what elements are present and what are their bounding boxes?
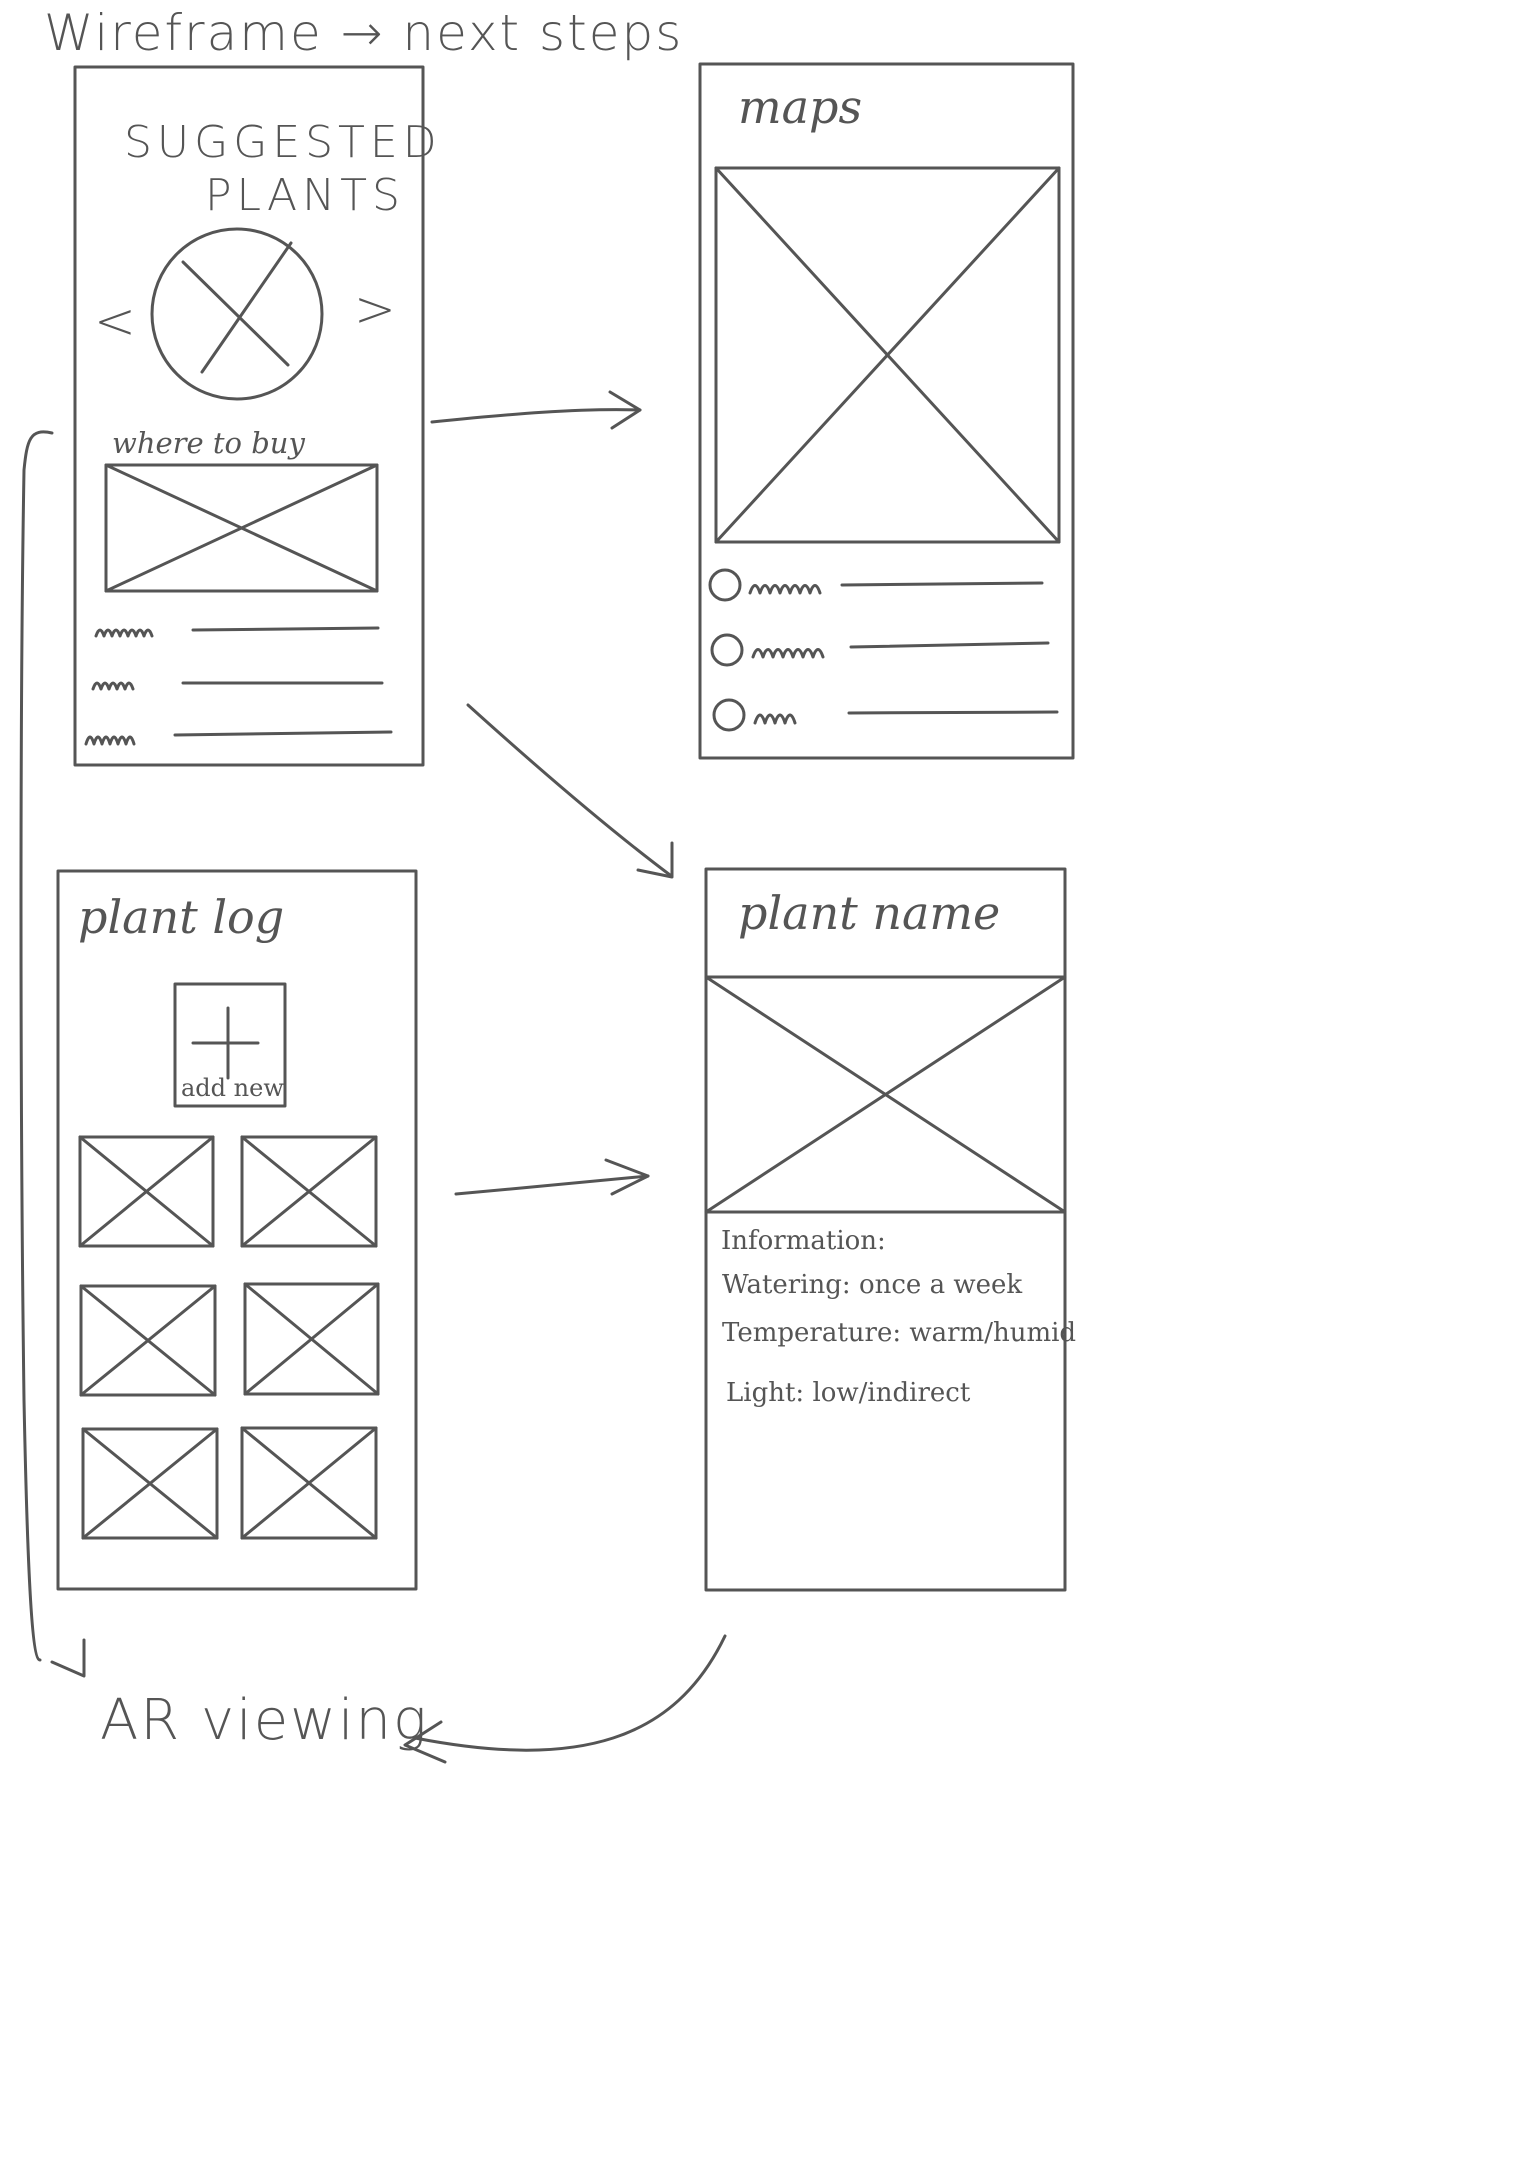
map-row-1-scribble [748, 584, 822, 595]
info-title: Information: [721, 1226, 886, 1256]
info-watering: Watering: once a week [722, 1270, 1023, 1300]
map-row-3-radio [712, 698, 746, 732]
arrow-suggested-to-ar-head [50, 1638, 86, 1678]
where-to-buy-cross-b [104, 463, 379, 593]
map-row-2-radio [710, 633, 744, 667]
plant-image-placeholder [150, 227, 324, 401]
suggested-plants-frame [73, 65, 425, 767]
map-row-2-line [849, 641, 1050, 649]
arrow-suggested-to-maps [430, 408, 642, 424]
store-row-3-line [173, 730, 393, 737]
maps-heading: maps [738, 80, 863, 134]
map-row-3-line [847, 710, 1059, 715]
maps-frame [698, 62, 1075, 760]
store-row-2-scribble [91, 681, 135, 691]
add-new-label[interactable]: add new [181, 1074, 284, 1102]
store-row-1-scribble [94, 628, 154, 638]
plant-detail-frame [704, 867, 1067, 1592]
plant-log-tile-3 [79, 1284, 217, 1397]
info-temperature: Temperature: warm/humid [722, 1318, 1077, 1348]
plant-log-heading: plant log [78, 890, 285, 944]
arrow-detail-to-ar-head [403, 1720, 447, 1764]
plant-image-cross-b [200, 241, 293, 374]
arrow-log-to-detail [454, 1174, 650, 1196]
map-image-placeholder [714, 166, 1061, 544]
arrow-suggested-to-maps-head [608, 390, 642, 430]
info-light: Light: low/indirect [726, 1378, 971, 1408]
plant-log-tile-6 [240, 1426, 378, 1540]
where-to-buy-image-placeholder [104, 463, 379, 593]
plant-image-cross-a [181, 260, 290, 367]
suggested-heading-line2: PLANTS [205, 170, 405, 221]
plant-log-tile-2 [240, 1135, 378, 1248]
plant-log-tile-4 [243, 1282, 380, 1396]
arrow-suggested-to-detail [466, 703, 672, 877]
arrow-log-to-detail-head [604, 1158, 650, 1196]
page-title: Wireframe → next steps [44, 4, 684, 62]
map-row-2-scribble [751, 648, 825, 659]
store-row-1-line [191, 626, 380, 632]
plant-log-tile-1 [78, 1135, 215, 1248]
map-row-1-line [840, 581, 1044, 587]
plant-detail-image-cross-b [704, 975, 1067, 1214]
where-to-buy-label: where to buy [112, 426, 305, 460]
map-row-1-radio [708, 568, 742, 602]
plant-log-frame [56, 869, 418, 1591]
arrow-detail-to-ar [413, 1634, 727, 1752]
carousel-prev-icon[interactable]: < [94, 292, 138, 350]
arrow-suggested-to-detail-head [636, 841, 674, 879]
arrow-suggested-to-ar [19, 430, 54, 1662]
ar-viewing-label: AR viewing [100, 1688, 429, 1753]
plant-log-tile-5 [81, 1427, 219, 1540]
map-row-3-scribble [753, 713, 797, 725]
suggested-heading-line1: SUGGESTED [124, 117, 442, 168]
plant-detail-heading: plant name [738, 886, 1001, 940]
carousel-next-icon[interactable]: > [354, 280, 398, 338]
map-cross-b [714, 166, 1061, 544]
store-row-3-scribble [84, 735, 136, 746]
add-new-tile [173, 982, 287, 1108]
